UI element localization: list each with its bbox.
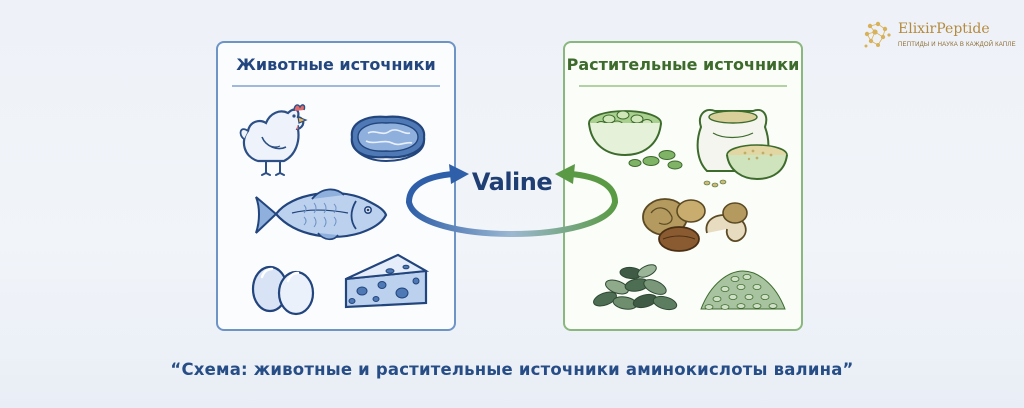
beans-bowl-icon: [579, 101, 689, 171]
animal-panel-title: Животные источники: [236, 55, 436, 74]
brand-logo: ElixirPeptide ПЕПТИДЫ И НАУКА В КАЖДОЙ К…: [862, 20, 1016, 56]
pumpkin-seeds-icon: [585, 259, 685, 315]
diagram-caption: “Схема: животные и растительные источник…: [170, 360, 854, 379]
plant-panel-title: Растительные источники: [566, 55, 800, 74]
blue-arrow-icon: [406, 171, 456, 205]
green-arrow-icon: [568, 171, 618, 205]
eggs-icon: [246, 257, 322, 317]
brand-tagline: ПЕПТИДЫ И НАУКА В КАЖДОЙ КАПЛЕ: [898, 42, 1016, 48]
grain-sack-icon: [693, 103, 793, 189]
lentils-icon: [695, 263, 791, 313]
beef-steak-icon: [346, 111, 430, 163]
chicken-icon: [236, 101, 314, 181]
cheese-icon: [342, 249, 432, 311]
animal-sources-panel: Животные источники: [216, 41, 456, 331]
valine-cycle-arrows: [406, 164, 618, 238]
valine-label: Valine: [471, 168, 553, 196]
plant-panel-divider: [579, 85, 787, 87]
nuts-icon: [637, 193, 753, 259]
brand-name: ElixirPeptide: [898, 21, 990, 37]
honeycomb-logo-icon: [864, 21, 891, 48]
animal-panel-divider: [232, 85, 440, 87]
fish-icon: [252, 183, 392, 245]
